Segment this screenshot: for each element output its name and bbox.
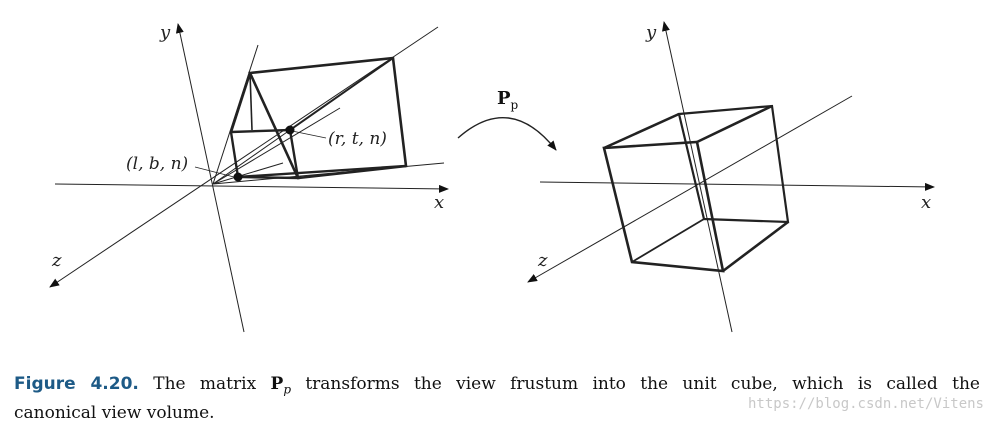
leader-line-far	[291, 130, 327, 139]
transform-matrix: P	[497, 88, 511, 109]
left-z-axis	[49, 26, 439, 288]
caption-text-before: The matrix	[153, 374, 271, 394]
cube-edge	[696, 104, 773, 144]
left-y-label: y	[159, 22, 171, 43]
transform-arrow	[457, 117, 557, 151]
transform-label: Pp	[497, 88, 519, 112]
caption-matrix-subscript: p	[283, 382, 291, 397]
left-panel	[49, 23, 449, 333]
left-z-label: z	[51, 250, 62, 271]
frustum-far-face	[248, 56, 408, 180]
frustum-edge	[289, 57, 394, 131]
caption-matrix: Pp	[270, 374, 291, 397]
right-z-axis	[527, 95, 853, 283]
watermark: https://blog.csdn.net/Vitens	[747, 396, 984, 412]
frustum-near-face	[229, 128, 300, 180]
cube-edge	[631, 218, 705, 263]
cube-edge	[603, 112, 680, 150]
right-z-label: z	[537, 250, 548, 271]
right-panel	[527, 21, 935, 333]
figure-caption: Figure 4.20. The matrix Pp transforms th…	[14, 372, 980, 425]
left-view-line	[212, 162, 284, 185]
point-far-label: (r, t, n)	[328, 129, 387, 149]
point-near-label: (l, b, n)	[126, 154, 188, 174]
left-y-axis	[175, 23, 245, 333]
left-x-axis	[54, 183, 449, 193]
right-x-label: x	[921, 192, 931, 213]
frustum-diagram: x y z (l, b, n) (r, t, n) Pp x y	[49, 21, 935, 333]
transform-subscript: p	[511, 98, 519, 112]
cube-front-face	[602, 140, 725, 273]
caption-matrix-symbol: P	[270, 374, 284, 394]
left-view-line	[212, 107, 341, 185]
right-y-label: y	[645, 22, 657, 43]
left-x-label: x	[434, 192, 444, 213]
right-y-axis	[662, 21, 733, 333]
leader-line-near	[194, 166, 235, 178]
frustum-edge	[249, 72, 253, 131]
cube-edge	[722, 220, 789, 273]
caption-line2: canonical view volume.	[14, 403, 215, 424]
point-far	[285, 125, 295, 135]
frustum-edge	[229, 72, 252, 133]
frustum-edge	[237, 164, 407, 179]
right-x-axis	[539, 181, 935, 191]
caption-text-after: transforms the view frustum into the uni…	[291, 374, 980, 394]
point-near	[233, 172, 243, 182]
figure-number: Figure 4.20.	[14, 374, 139, 394]
